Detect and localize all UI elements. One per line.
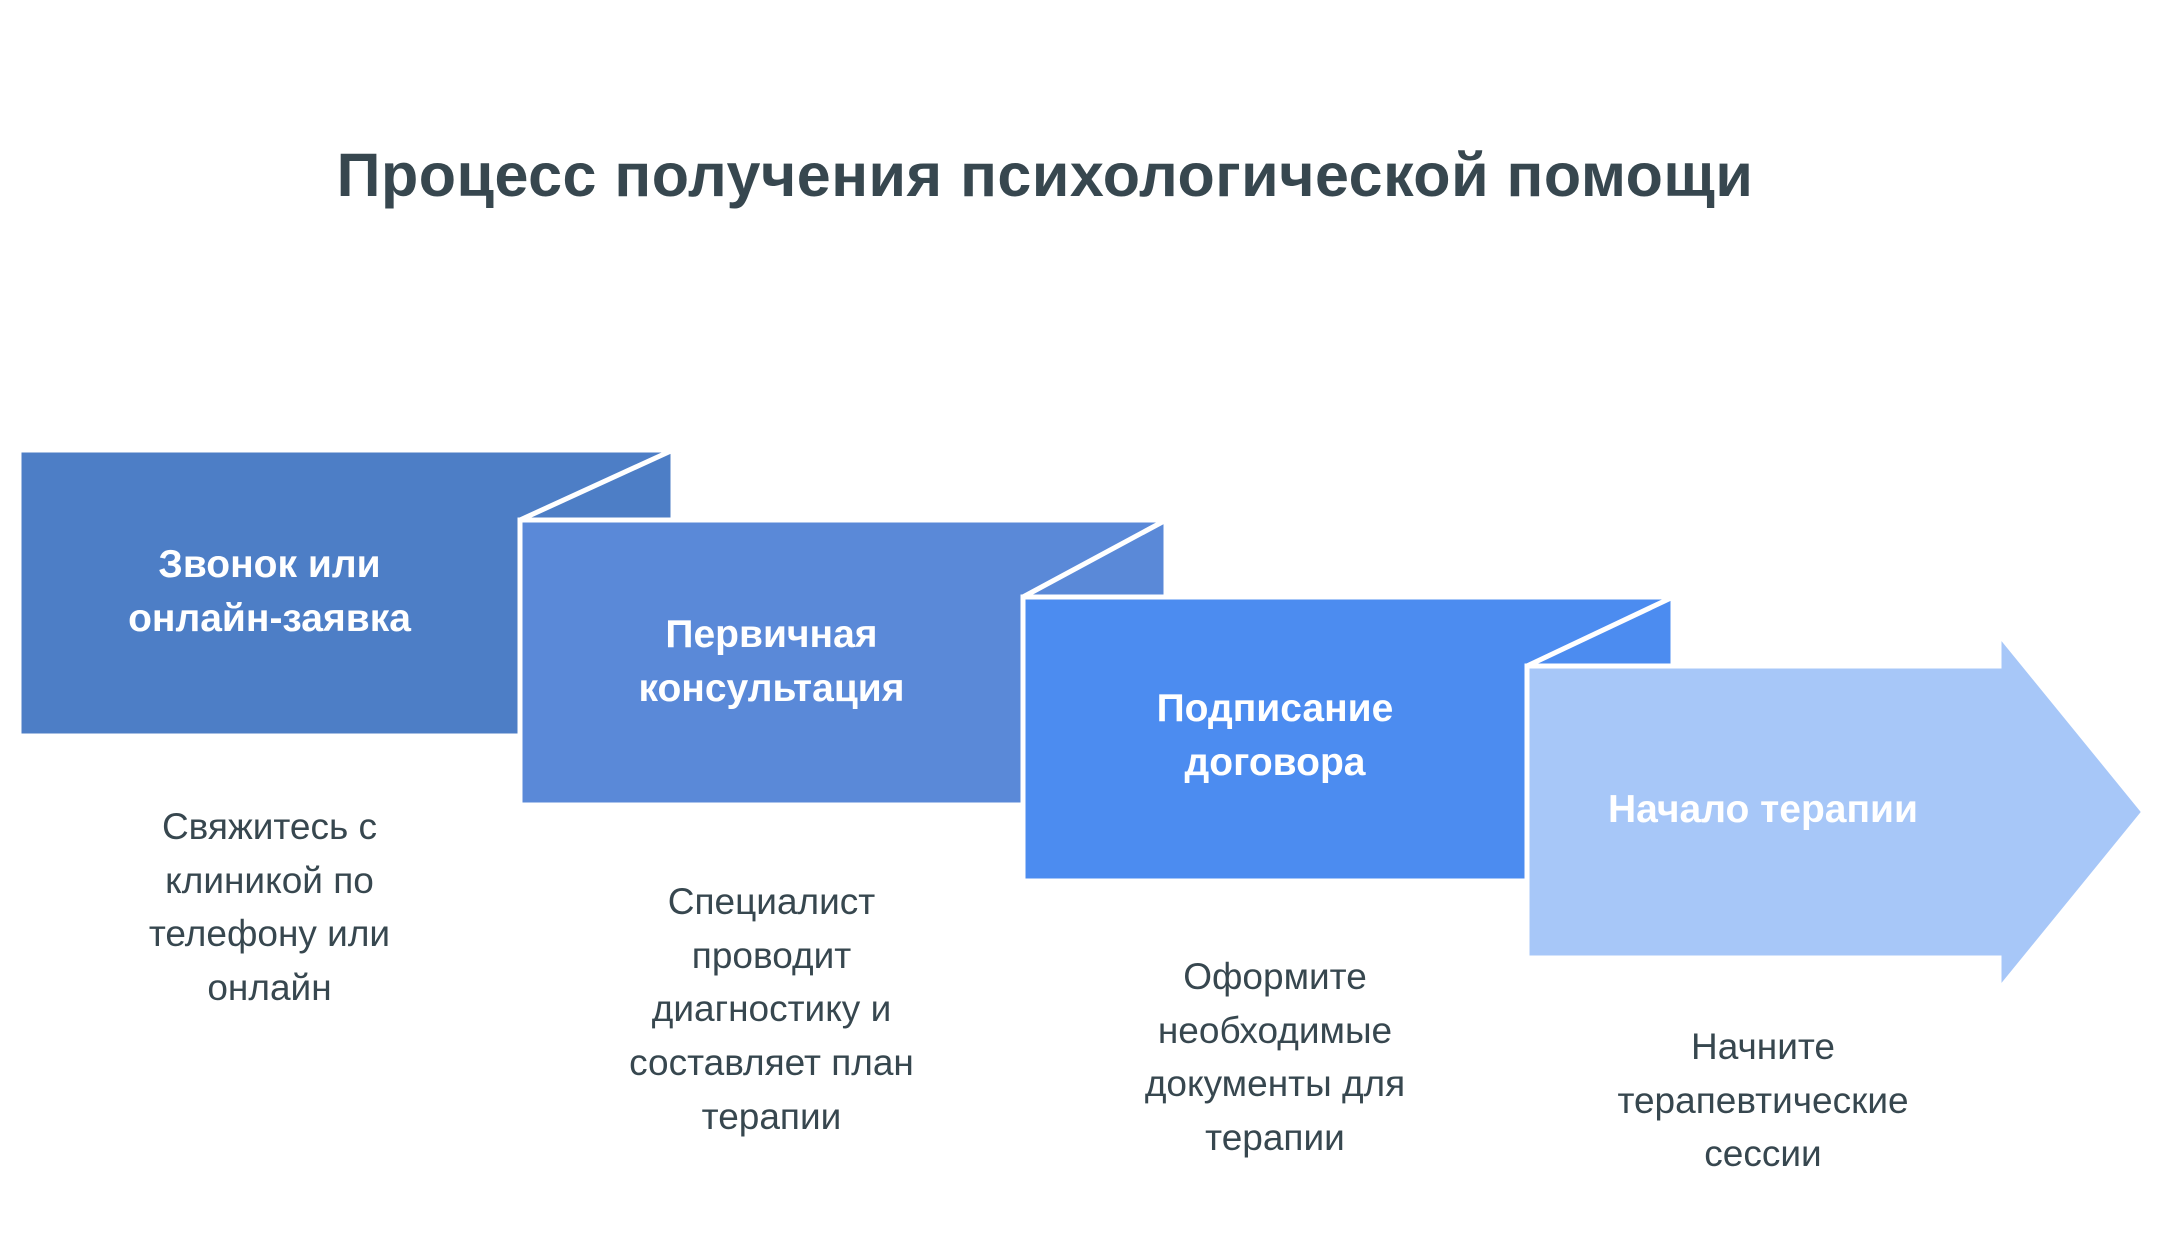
step-2-label: Первичная консультация <box>638 613 905 710</box>
fold-line-2 <box>1021 517 1168 600</box>
step-3-label: Подписание договора <box>1156 687 1394 784</box>
step-4-label: Начало терапии <box>1608 788 1918 831</box>
page-title: Процесс получения психологической помощи <box>336 141 1754 209</box>
step-2-description: Специалист проводит диагностику и состав… <box>629 881 914 1137</box>
fold-line-3 <box>1525 594 1675 669</box>
fold-line-1 <box>518 447 675 523</box>
step-3-description: Оформите необходимые документы для терап… <box>1144 956 1406 1158</box>
step-4-description: Начните терапевтические сессии <box>1617 1026 1909 1175</box>
step-4-arrow <box>1524 626 2148 998</box>
step-1-label: Звонок или онлайн-заявка <box>128 543 411 640</box>
step-1-description: Свяжитесь с клиникой по телефону или онл… <box>148 806 391 1008</box>
